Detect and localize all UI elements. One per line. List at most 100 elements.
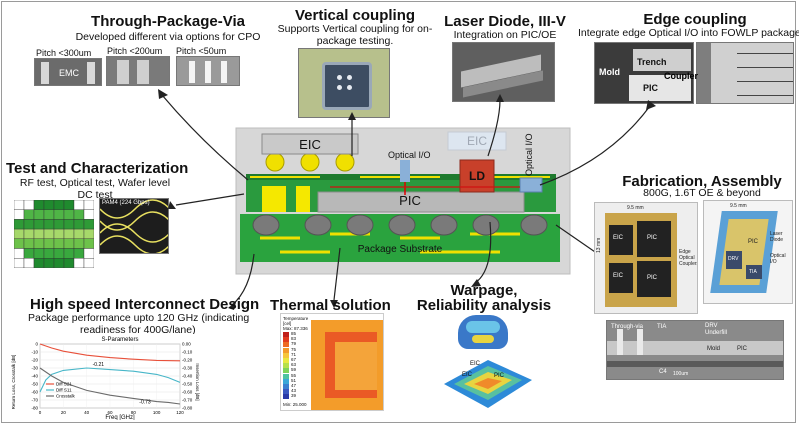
warpage-title-1: Warpage, xyxy=(450,282,518,299)
thermal-legend-tick: 71 xyxy=(291,351,297,357)
thermal-map: Temperature [cel] Max: 87.336 Min: 25.00… xyxy=(280,313,384,411)
fab-cross-section-photo: Through-via TIA DRV Underfill Mold PIC C… xyxy=(606,320,784,380)
thermal-legend-swatch xyxy=(283,378,289,384)
test-line-1: RF test, Optical test, Wafer level xyxy=(19,177,171,189)
eye-diagram-photo: PAM4 (224 Gbps) xyxy=(99,198,169,254)
thermal-legend-swatch xyxy=(283,394,289,400)
warpage-pic: PIC xyxy=(494,373,505,379)
laser-diode-photo xyxy=(452,42,555,102)
edge-coupling-photo-1: Mold Trench PIC xyxy=(594,42,694,104)
fab-render-tia: TIA xyxy=(749,269,757,275)
fab-render-optical: Optical I/O xyxy=(770,253,786,265)
vertical-subtitle-2: package testing. xyxy=(316,35,394,47)
warpage-eic-1: EIC xyxy=(470,361,481,367)
eic-die xyxy=(261,133,359,155)
fab-xsec-mold: Mold xyxy=(707,346,721,352)
thermal-legend-swatch xyxy=(283,368,289,374)
fab-render-dim: 9.5 mm xyxy=(730,203,747,209)
s-parameter-chart: S-Parameters 0-10-20-30-40-50-60-70-80 0… xyxy=(10,334,200,420)
chart-series-line xyxy=(39,367,181,405)
interconnect-title: High speed Interconnect Design xyxy=(30,296,260,313)
chart-x-tick: 60 xyxy=(107,410,113,415)
thermal-legend-entry: 59 xyxy=(283,367,309,374)
chart-y-tick-left: -50 xyxy=(31,382,38,387)
eye-diagram-label: PAM4 (224 Gbps) xyxy=(102,200,150,206)
thermal-legend-swatch xyxy=(283,342,289,348)
fab-layout-pic2: PIC xyxy=(647,275,658,281)
chart-annotation: -0.21 xyxy=(93,362,105,368)
callout-arrows xyxy=(161,94,651,306)
edge-trench-label: Trench xyxy=(637,57,667,67)
thermal-legend-swatch xyxy=(283,384,289,389)
chart-x-tick: 40 xyxy=(84,410,90,415)
edge-pic-label: PIC xyxy=(643,83,659,93)
thermal-legend-entry: 79 xyxy=(283,341,309,348)
chart-x-tick: 100 xyxy=(153,410,161,415)
tpv-pitch-3: Pitch <50um xyxy=(176,46,227,56)
edge-title: Edge coupling xyxy=(643,11,747,28)
edge-coupler-label: Coupler xyxy=(664,71,699,81)
chart-legend-entry: Diff S11 xyxy=(56,388,72,393)
thermal-legend-tick: 39 xyxy=(291,393,297,399)
chart-y-tick-right: -0.60 xyxy=(182,390,193,395)
pic-die xyxy=(317,191,525,213)
ld-label: LD xyxy=(469,169,485,183)
chart-y-label-right: Insertion Loss [dB] xyxy=(195,363,200,400)
chart-y-tick-right: -0.50 xyxy=(182,382,193,387)
chart-x-tick: 120 xyxy=(176,410,184,415)
thermal-legend-tick: 51 xyxy=(291,377,297,383)
fab-xsec-through-via: Through-via xyxy=(611,324,644,330)
tpv-emc-label: EMC xyxy=(59,68,79,78)
fab-layout-dim-top: 9.5 mm xyxy=(627,205,644,211)
chart-series-line xyxy=(39,367,181,393)
chart-y-tick-left: -40 xyxy=(31,374,38,379)
fab-xsec-tia: TIA xyxy=(657,324,667,330)
chart-y-tick-right: -0.30 xyxy=(182,366,193,371)
thermal-legend-swatch xyxy=(283,373,289,379)
optical-io-coupler-right xyxy=(519,177,543,193)
test-title: Test and Characterization xyxy=(6,160,189,177)
thermal-legend-entry: 39 xyxy=(283,393,309,400)
fab-layout-edge: Edge Optical Couplers xyxy=(679,249,698,267)
through-via-left xyxy=(262,186,286,212)
vertical-subtitle-1: Supports Vertical coupling for on- xyxy=(277,23,433,35)
chart-annotation: -0.73 xyxy=(139,399,151,405)
thermal-legend-entry: 43 xyxy=(283,388,309,395)
eic-faded-label: EIC xyxy=(466,134,487,148)
solder-balls-bottom xyxy=(252,214,548,236)
vertical-coupler-photo xyxy=(298,48,390,118)
thermal-legend-entry: 51 xyxy=(283,377,309,384)
substrate-label: Package Substrate xyxy=(357,244,443,255)
edge-subtitle: Integrate edge Optical I/O into FOWLP pa… xyxy=(578,27,799,39)
fab-xsec-drv: DRV xyxy=(705,323,718,329)
thermal-legend-entry: 83 xyxy=(283,336,309,343)
vertical-title: Vertical coupling xyxy=(294,7,416,24)
chart-series-line xyxy=(39,343,181,362)
thermal-legend-entry: 75 xyxy=(283,347,309,353)
tpv-pitch-2: Pitch <200um xyxy=(107,46,163,56)
thermal-legend-tick: 83 xyxy=(291,336,297,342)
fab-xsec-pic: PIC xyxy=(737,346,748,352)
chart-y-tick-left: 0 xyxy=(35,342,38,347)
chart-legend-entry: Diff S21 xyxy=(56,382,72,387)
chart-y-tick-left: -60 xyxy=(31,390,38,395)
eic-bumps xyxy=(265,152,355,172)
thermal-legend-tick: 63 xyxy=(291,362,297,368)
laser-subtitle: Integration on PIC/OE xyxy=(453,29,557,41)
chart-y-tick-left: -10 xyxy=(31,350,38,355)
tpv-via-photo-3 xyxy=(176,56,240,86)
thermal-legend-swatch xyxy=(283,358,289,363)
thermal-legend-min: Min: 25.000 xyxy=(283,402,307,407)
fab-layout-eic1: EIC xyxy=(613,235,624,241)
through-via-right xyxy=(296,186,310,212)
edge-mold-label: Mold xyxy=(599,67,620,77)
thermal-legend-title: Temperature [cel] xyxy=(283,316,309,326)
thermal-legend-tick: 59 xyxy=(291,367,297,373)
wafer-map xyxy=(14,200,94,268)
tpv-title: Through-Package-Via xyxy=(91,13,245,30)
thermal-legend-swatch xyxy=(283,363,289,369)
chart-x-tick: 20 xyxy=(61,410,67,415)
thermal-legend-tick: 55 xyxy=(291,372,297,378)
eic-label: EIC xyxy=(299,137,321,152)
